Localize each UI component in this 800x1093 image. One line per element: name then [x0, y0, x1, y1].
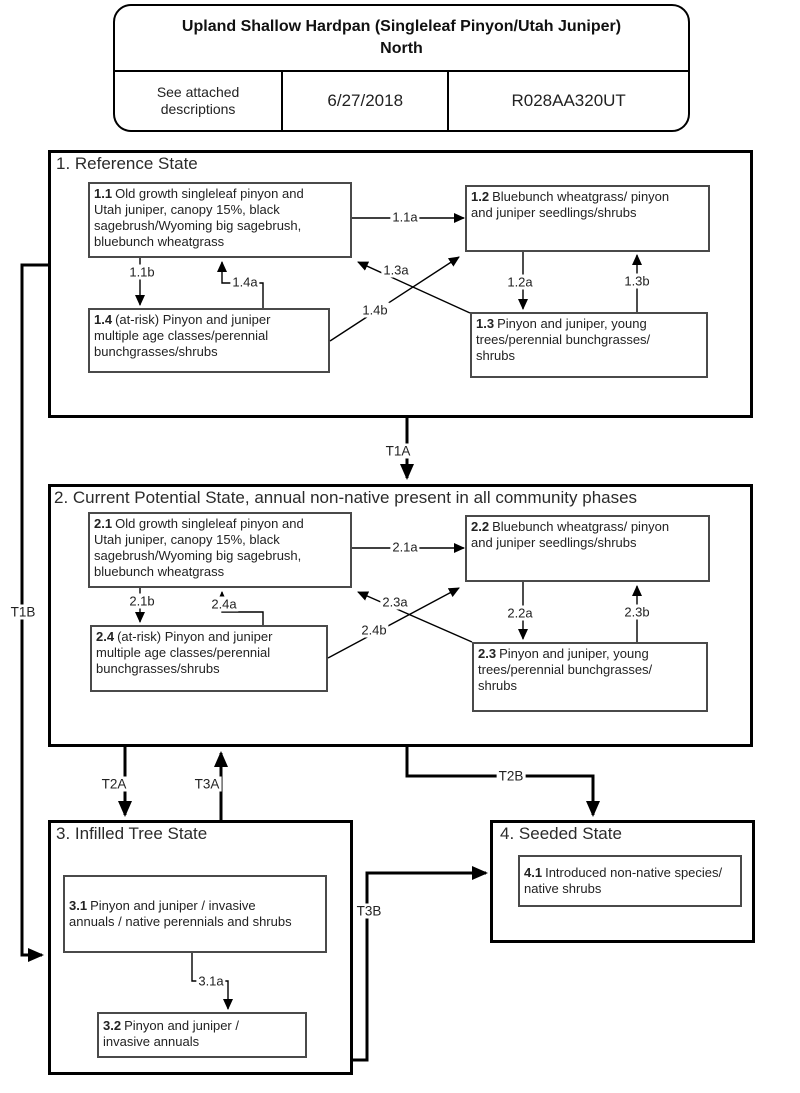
state-3-infilled-tree: [48, 820, 353, 1075]
phase-text: Bluebunch wheatgrass/ pinyon and juniper…: [471, 189, 670, 220]
phase-number: 2.3: [478, 646, 497, 661]
phase-number: 2.1: [94, 516, 113, 531]
transition-label-t1a: T1A: [383, 443, 413, 459]
title-meta-row: See attached descriptions 6/27/2018 R028…: [115, 70, 688, 130]
pathway-label-2-1b: 2.1b: [127, 593, 157, 609]
phase-number: 2.2: [471, 519, 490, 534]
pathway-label-1-3a: 1.3a: [381, 262, 411, 278]
phase-number: 1.2: [471, 189, 490, 204]
phase-number: 1.4: [94, 312, 113, 327]
community-box-2-4: 2.4(at-risk) Pinyon and juniper multiple…: [90, 625, 328, 692]
phase-text: Old growth singleleaf pinyon and Utah ju…: [94, 186, 304, 249]
pathway-label-1-2a: 1.2a: [505, 274, 535, 290]
title-block: Upland Shallow Hardpan (Singleleaf Pinyo…: [113, 4, 690, 132]
phase-text: Old growth singleleaf pinyon and Utah ju…: [94, 516, 304, 579]
title-line-1: Upland Shallow Hardpan (Singleleaf Pinyo…: [181, 18, 622, 36]
pathway-label-2-4a: 2.4a: [209, 596, 239, 612]
transition-label-t2b: T2B: [496, 768, 526, 784]
transition-label-t3b: T3B: [354, 903, 384, 919]
pathway-label-2-4b: 2.4b: [359, 622, 389, 638]
phase-text: (at-risk) Pinyon and juniper multiple ag…: [96, 629, 273, 676]
phase-number: 1.3: [476, 316, 495, 331]
pathway-label-2-3a: 2.3a: [380, 594, 410, 610]
date-value: 6/27/2018: [281, 72, 447, 130]
phase-number: 2.4: [96, 629, 115, 644]
phase-text: (at-risk) Pinyon and juniper multiple ag…: [94, 312, 271, 359]
phase-number: 3.1: [69, 898, 88, 914]
phase-text: Introduced non-native species/ native sh…: [524, 865, 723, 896]
phase-number: 1.1: [94, 186, 113, 201]
transition-label-t3a: T3A: [192, 776, 222, 792]
transition-label-t1b: T1B: [8, 604, 38, 620]
pathway-label-2-2a: 2.2a: [505, 605, 535, 621]
phase-text: Pinyon and juniper / invasive annuals / …: [69, 898, 292, 929]
phase-text: Bluebunch wheatgrass/ pinyon and juniper…: [471, 519, 670, 550]
state-1-title: 1. Reference State: [56, 154, 198, 173]
state-3-title: 3. Infilled Tree State: [56, 824, 208, 843]
title-line-2: North: [380, 40, 423, 57]
pathway-label-1-4a: 1.4a: [230, 274, 260, 290]
community-box-1-4: 1.4(at-risk) Pinyon and juniper multiple…: [88, 308, 330, 373]
pathway-label-1-3b: 1.3b: [622, 273, 652, 289]
phase-text: Pinyon and juniper, young trees/perennia…: [476, 316, 651, 363]
attached-descriptions-note: See attached descriptions: [156, 83, 240, 118]
transition-label-t2a: T2A: [99, 776, 129, 792]
state-1-reference: [48, 150, 753, 418]
phase-text: Pinyon and juniper / invasive annuals: [103, 1018, 239, 1049]
state-4-seeded: [490, 820, 755, 943]
state-4-title: 4. Seeded State: [500, 824, 622, 843]
pathway-label-1-1a: 1.1a: [390, 209, 420, 225]
state-2-current-potential: [48, 484, 753, 747]
phase-number: 3.2: [103, 1018, 122, 1033]
pathway-label-3-1a: 3.1a: [196, 973, 226, 989]
pathway-label-1-4b: 1.4b: [360, 302, 390, 318]
phase-text: Pinyon and juniper, young trees/perennia…: [478, 646, 653, 693]
state-2-title: 2. Current Potential State, annual non-n…: [54, 488, 638, 507]
title: Upland Shallow Hardpan (Singleleaf Pinyo…: [115, 6, 688, 70]
transition-arrow-t3b: [353, 866, 488, 1062]
pathway-label-1-1b: 1.1b: [127, 264, 157, 280]
pathway-label-2-3b: 2.3b: [622, 604, 652, 620]
site-code: R028AA320UT: [447, 72, 688, 130]
pathway-label-2-1a: 2.1a: [390, 539, 420, 555]
phase-number: 4.1: [524, 865, 543, 881]
